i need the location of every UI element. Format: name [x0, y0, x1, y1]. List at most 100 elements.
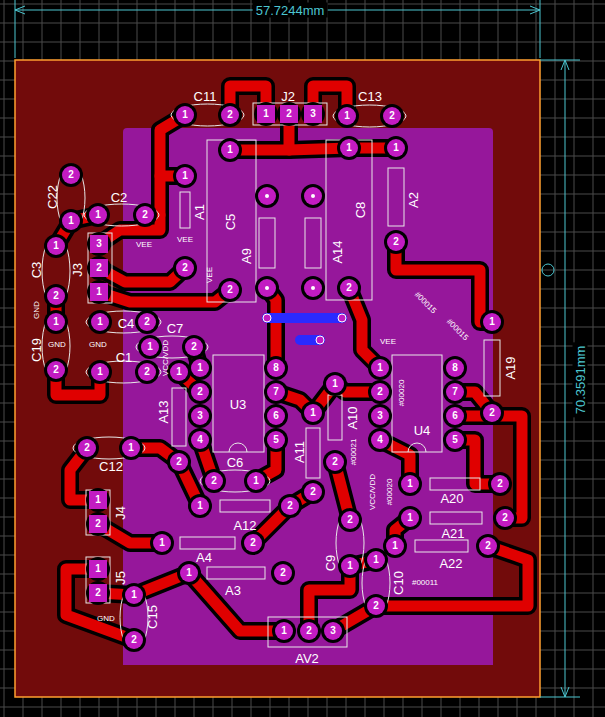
pad-number: 2 [286, 109, 292, 119]
reference-designator: C15 [146, 605, 159, 629]
trace-clearance [267, 288, 276, 368]
pad-clearance [323, 450, 347, 474]
pad-clearance [59, 209, 83, 233]
pad [47, 313, 65, 331]
pad [47, 361, 65, 379]
pad [326, 375, 344, 393]
pad [301, 276, 325, 300]
pad [341, 511, 359, 529]
bottom-traces [267, 318, 342, 340]
pad-clearance [384, 230, 408, 254]
reference-designator: A21 [441, 527, 464, 540]
component-outline [180, 192, 190, 228]
pad-clearance [173, 164, 197, 188]
pad [371, 383, 389, 401]
pad-number: 2 [197, 387, 203, 397]
pad-clearance [218, 103, 242, 127]
trace-clearance [396, 242, 492, 322]
pad-number: 2 [176, 457, 182, 467]
pad [170, 453, 188, 471]
pad-clearance [364, 548, 388, 572]
pad-clearance [368, 380, 392, 404]
pad-clearance [87, 280, 111, 304]
pad-clearance [150, 531, 174, 555]
pad-clearance [135, 310, 159, 334]
pad [205, 472, 223, 490]
pad-clearance [368, 404, 392, 428]
pad [221, 106, 239, 124]
pad-number: 1 [197, 501, 203, 511]
pad-clearance [476, 534, 500, 558]
pad-number: 2 [373, 601, 379, 611]
pad [47, 287, 65, 305]
pad [138, 313, 156, 331]
pad-clearance [301, 480, 325, 504]
reference-designator: J5 [114, 571, 127, 585]
pad [91, 363, 109, 381]
pad [367, 597, 385, 615]
pad-clearance [188, 404, 212, 428]
pad [338, 107, 356, 125]
pad-clearance [88, 360, 112, 384]
copper-pour [123, 128, 493, 665]
pad-number: 1 [159, 538, 165, 548]
pad-hole [311, 286, 315, 290]
pad-clearance [44, 234, 68, 258]
pad-clearance [337, 136, 361, 160]
net-label: #00015 [445, 318, 470, 343]
pad-number: 1 [53, 317, 59, 327]
reference-designator: A19 [504, 356, 517, 379]
capacitor-outline [42, 311, 70, 381]
pad-number: 1 [182, 110, 188, 120]
pad-number: 1 [489, 317, 495, 327]
reference-designator: J2 [281, 90, 295, 103]
component-outline [86, 557, 110, 603]
pad [281, 497, 299, 515]
pad-number: 1 [95, 210, 101, 220]
pad-number: 8 [452, 363, 458, 373]
square-pad [89, 560, 107, 578]
capacitor-outline [333, 105, 406, 127]
trace [396, 242, 492, 322]
pad-hole [265, 286, 269, 290]
component-outline [88, 233, 112, 303]
pad-number: 3 [197, 411, 203, 421]
pad-number: 2 [332, 457, 338, 467]
reference-designator: C5 [224, 214, 237, 231]
pad-number: 3 [377, 411, 383, 421]
pad-clearance [44, 358, 68, 382]
pad-number: 1 [131, 590, 137, 600]
grid-line [4, 0, 5, 717]
pad [125, 631, 143, 649]
pad [304, 404, 322, 422]
pad-number: 1 [347, 561, 353, 571]
pad-clearance [264, 356, 288, 380]
ic-notch [408, 443, 426, 452]
pad-number: 2 [96, 263, 102, 273]
pad [483, 313, 501, 331]
pad-number: 1 [176, 367, 182, 377]
reference-designator: C8 [354, 202, 367, 219]
pad-number: 1 [186, 568, 192, 578]
pad-number: 2 [310, 487, 316, 497]
capacitor-outline [73, 437, 145, 459]
reference-designator: C10 [392, 571, 405, 595]
pad [141, 338, 159, 356]
pad-clearance [255, 184, 279, 208]
net-label: #00021 [350, 439, 358, 466]
pad-number: 2 [389, 111, 395, 121]
trace [267, 288, 276, 368]
pad [446, 359, 464, 377]
pad-clearance [138, 335, 162, 359]
pad [258, 279, 276, 297]
silkscreen [42, 103, 500, 651]
pad [386, 537, 404, 555]
pad-number: 1 [253, 476, 259, 486]
pad-number: 3 [330, 626, 336, 636]
pad-clearance [86, 581, 110, 605]
pad [247, 472, 265, 490]
pad-clearance [133, 203, 157, 227]
pad [446, 431, 464, 449]
pad [446, 383, 464, 401]
pad-clearance [122, 628, 146, 652]
